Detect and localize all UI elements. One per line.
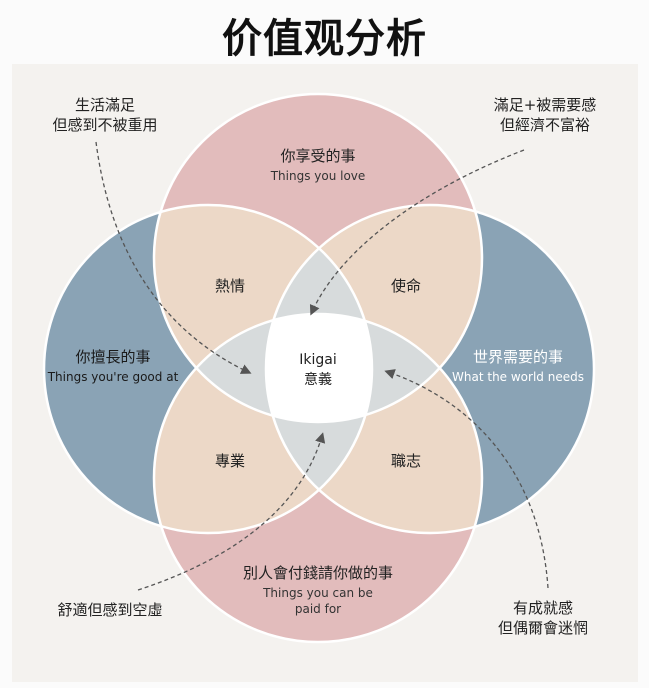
center-label-en: Ikigai	[299, 352, 336, 368]
paid-for-label-en-2: paid for	[295, 602, 341, 616]
paid-for-label-zh: 別人會付錢請你做的事	[243, 564, 393, 582]
profession-label: 專業	[215, 452, 245, 470]
note-bottom-left: 舒適但感到空虛	[35, 600, 185, 620]
arrow-top-left	[95, 141, 252, 374]
good-at-label-en: Things you're good at	[47, 370, 179, 384]
mission-label: 使命	[391, 277, 421, 295]
world-needs-label-zh: 世界需要的事	[473, 348, 563, 366]
arrow-bottom-right	[384, 369, 549, 589]
note-bottom-right-line-1: 有成就感	[512, 599, 573, 617]
love-label-zh: 你享受的事	[280, 147, 355, 165]
good-at-label-zh: 你擅長的事	[75, 348, 150, 366]
note-bottom-right: 有成就感 但偶爾會迷惘	[478, 598, 608, 638]
center-label-zh: 意義	[304, 371, 332, 388]
note-top-right-line-2: 但經濟不富裕	[499, 116, 590, 134]
arrow-bottom-left	[137, 432, 326, 591]
passion-label: 熱情	[215, 277, 245, 295]
note-top-right: 滿足+被需要感 但經濟不富裕	[480, 95, 610, 135]
arrow-top-right	[309, 149, 525, 316]
note-top-left-line-1: 生活滿足	[74, 96, 135, 114]
world-needs-label-en: What the world needs	[452, 370, 584, 384]
page-title: 价值观分析	[222, 16, 427, 62]
note-top-right-line-1: 滿足+被需要感	[493, 96, 597, 114]
love-label-en: Things you love	[270, 169, 366, 183]
note-bottom-left-line-1: 舒適但感到空虛	[57, 601, 163, 619]
vocation-label: 職志	[391, 452, 421, 470]
note-top-left-line-2: 但感到不被重用	[52, 116, 158, 134]
note-top-left: 生活滿足 但感到不被重用	[40, 95, 170, 135]
note-bottom-right-line-2: 但偶爾會迷惘	[497, 619, 588, 637]
paid-for-label-en-1: Things you can be	[262, 586, 373, 600]
